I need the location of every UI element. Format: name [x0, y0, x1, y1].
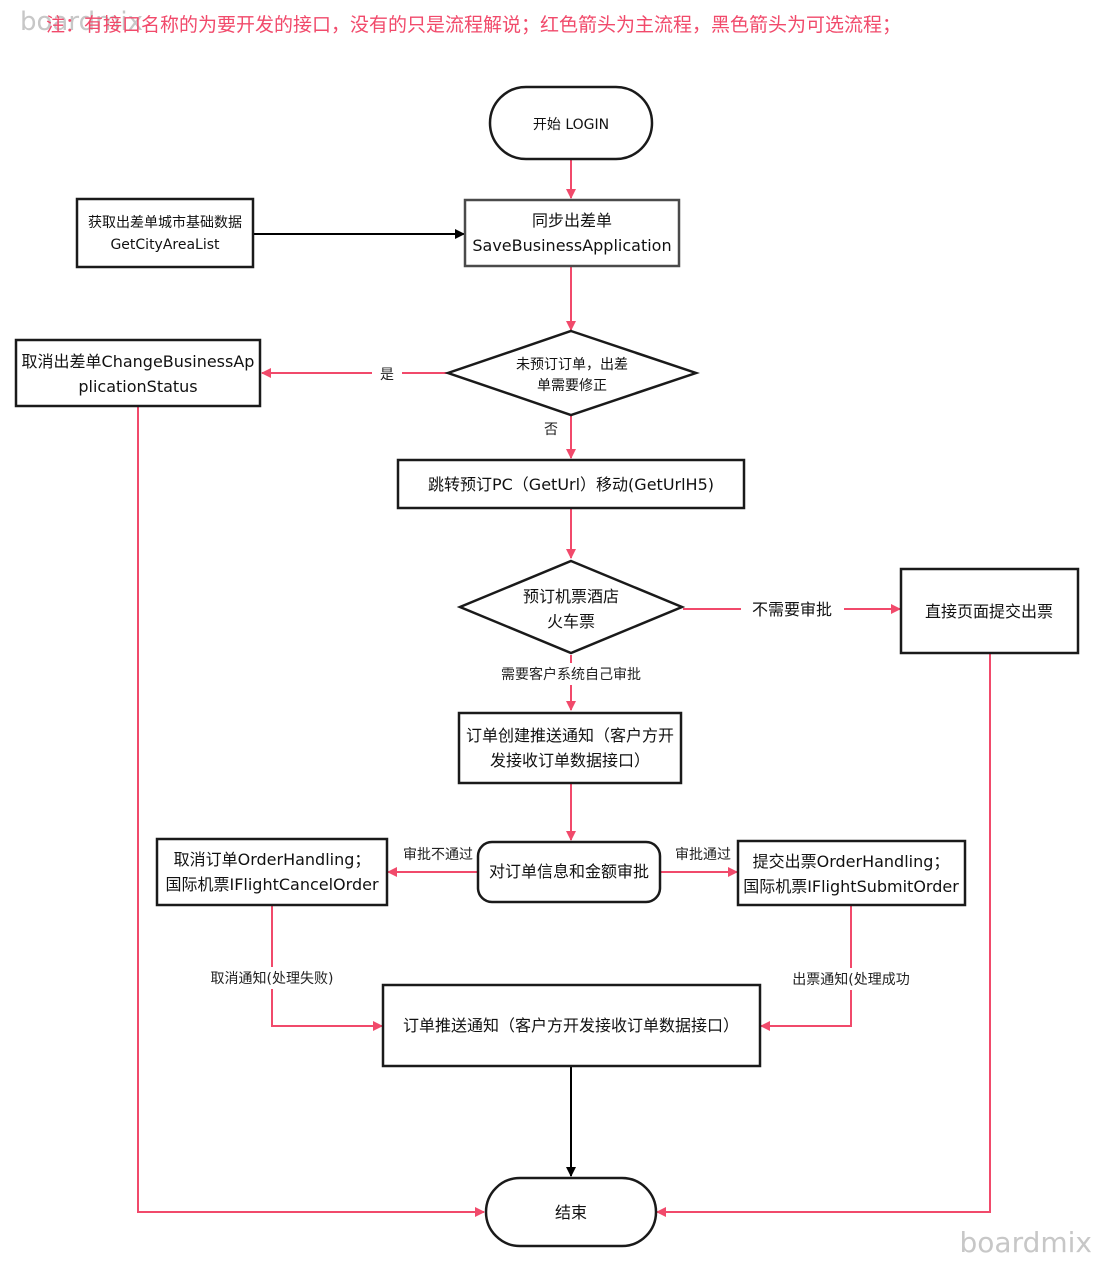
node-submit-order: 提交出票OrderHandling； 国际机票IFlightSubmitOrde…: [736, 839, 967, 907]
node-cancel-order: 取消订单OrderHandling； 国际机票IFlightCancelOrde…: [155, 837, 389, 907]
node-start-label: 开始 LOGIN: [533, 117, 609, 133]
node-decision-book-line1: 预订机票酒店: [523, 587, 619, 606]
label-approve: 审批通过: [675, 847, 731, 863]
node-cancel-order-line2: 国际机票IFlightCancelOrder: [165, 875, 378, 894]
node-cancel-trip-line2: plicationStatus: [78, 377, 197, 396]
node-submit-order-line2: 国际机票IFlightSubmitOrder: [743, 877, 959, 896]
node-cancel-order-line1: 取消订单OrderHandling；: [174, 850, 371, 869]
node-get-city-line1: 获取出差单城市基础数据: [88, 214, 242, 231]
edge-cancel-order-to-push-result: [271, 906, 383, 1031]
node-get-city-area-list: 获取出差单城市基础数据 GetCityAreaList: [75, 197, 255, 269]
node-decision-unbooked: 未预订订单，出差 单需要修正: [444, 329, 700, 417]
label-yes: 是: [380, 367, 394, 383]
node-order-review: 对订单信息和金额审批: [476, 840, 662, 904]
node-sync-business-application: 同步出差单 SaveBusinessApplication: [463, 198, 681, 268]
node-push-create-line1: 订单创建推送通知（客户方开: [466, 726, 674, 745]
label-reject: 审批不通过: [403, 847, 473, 863]
node-push-result-label: 订单推送通知（客户方开发接收订单数据接口）: [403, 1016, 739, 1035]
label-ticket-notice: 出票通知(处理成功: [792, 971, 909, 988]
node-push-order-created: 订单创建推送通知（客户方开 发接收订单数据接口）: [457, 711, 683, 785]
node-cancel-trip-line1: 取消出差单ChangeBusinessAp: [22, 352, 255, 371]
node-decision-book: 预订机票酒店 火车票: [456, 559, 686, 655]
edge-direct-to-end: [656, 654, 991, 1217]
label-need-approval: 需要客户系统自己审批: [501, 666, 641, 683]
watermark-bottom: boardmix: [960, 1226, 1092, 1259]
node-end-label: 结束: [555, 1203, 587, 1222]
node-review-label: 对订单信息和金额审批: [489, 862, 649, 881]
node-end: 结束: [484, 1176, 658, 1248]
label-cancel-notice: 取消通知(处理失败): [211, 970, 334, 987]
node-start: 开始 LOGIN: [488, 85, 654, 161]
watermark-top: boardmix: [20, 7, 143, 37]
node-direct-submit-label: 直接页面提交出票: [925, 602, 1053, 621]
node-get-city-line2: GetCityAreaList: [110, 237, 220, 253]
node-push-create-line2: 发接收订单数据接口）: [490, 751, 650, 770]
node-push-order-result: 订单推送通知（客户方开发接收订单数据接口）: [381, 983, 762, 1068]
node-submit-order-line1: 提交出票OrderHandling；: [753, 852, 950, 871]
node-jump-label: 跳转预订PC（GetUrl）移动(GetUrlH5): [428, 475, 714, 494]
node-decision-unbooked-line1: 未预订订单，出差: [516, 357, 628, 373]
node-sync-line1: 同步出差单: [532, 211, 612, 230]
edge-cancel-trip-to-end: [137, 406, 485, 1217]
node-direct-submit: 直接页面提交出票: [899, 567, 1080, 655]
node-cancel-business-application: 取消出差单ChangeBusinessAp plicationStatus: [14, 338, 262, 408]
header-note: 注：有接口名称的为要开发的接口，没有的只是流程解说；红色箭头为主流程，黑色箭头为…: [46, 14, 901, 36]
edge-submit-order-to-push-result: [760, 906, 852, 1031]
node-sync-line2: SaveBusinessApplication: [472, 236, 671, 255]
label-no-approval: 不需要审批: [752, 600, 832, 619]
node-decision-unbooked-line2: 单需要修正: [537, 378, 607, 394]
node-decision-book-line2: 火车票: [547, 612, 595, 631]
label-no: 否: [544, 422, 558, 438]
node-jump-booking: 跳转预订PC（GetUrl）移动(GetUrlH5): [396, 458, 746, 510]
